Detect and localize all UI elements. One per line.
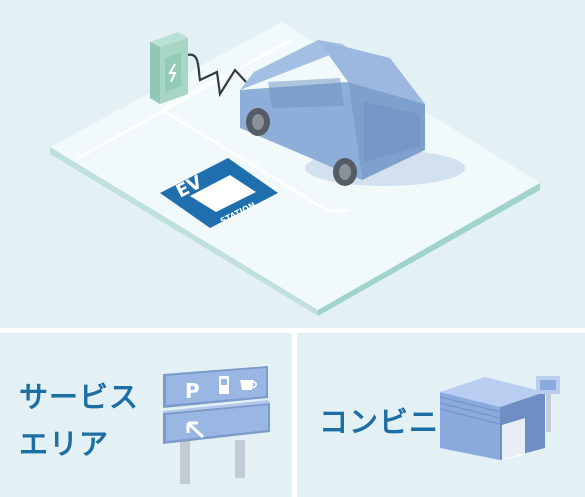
lightning-icon [168,63,177,83]
service-area-label-line1: サービス [19,380,140,414]
charging-cable [187,53,247,98]
parking-lines [77,38,351,214]
ev-charging-scene: EV STATION [50,22,540,316]
service-area-label-line2: エリア [19,427,110,461]
parking-slab-right-edge [318,183,540,316]
ev-car-silhouette [190,175,256,212]
car [240,40,425,186]
parking-slab-left-edge [50,147,318,316]
charger-unit [150,32,188,104]
konbini-label: コンビニ [319,405,440,439]
